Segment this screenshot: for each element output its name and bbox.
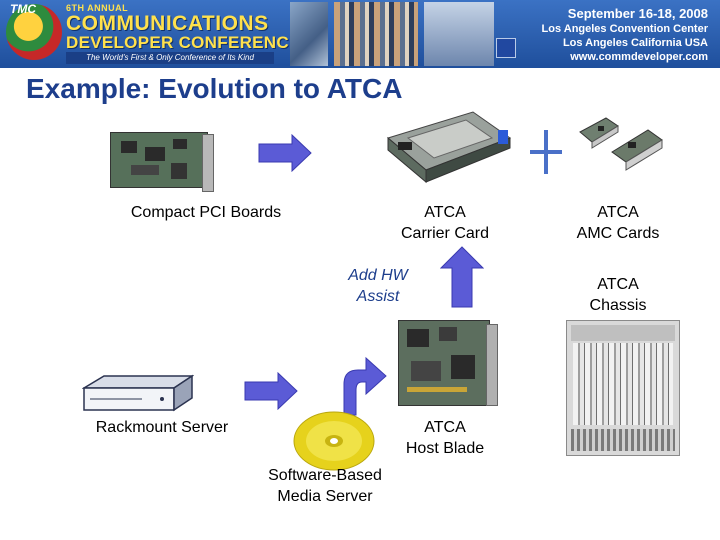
software-label-line2: Media Server xyxy=(277,488,373,505)
add-hw-label-line2: Assist xyxy=(356,288,400,305)
atca-amc-cards-icon xyxy=(578,112,664,174)
atca-host-blade-icon xyxy=(398,320,498,406)
right-arrow-icon xyxy=(258,134,312,172)
chassis-label-line2: Chassis xyxy=(589,297,647,314)
logo-text: TMC xyxy=(10,2,36,16)
up-arrow-icon xyxy=(440,246,484,308)
cd-icon xyxy=(293,411,375,471)
conference-venue: Los Angeles Convention Center xyxy=(541,23,708,35)
host-blade-label-line2: Host Blade xyxy=(405,440,485,457)
host-blade-label-line1: ATCA xyxy=(424,419,466,436)
atca-chassis-icon xyxy=(566,320,680,456)
curved-arrow-icon xyxy=(343,356,387,416)
banner-photo xyxy=(424,2,494,66)
add-hw-label-line1: Add HW xyxy=(348,267,408,284)
slide-title: Example: Evolution to ATCA xyxy=(26,73,403,104)
banner-photo-crowd xyxy=(334,2,418,66)
carrier-card-label-line1: ATCA xyxy=(424,204,466,221)
right-arrow-icon xyxy=(244,372,298,410)
conference-city: Los Angeles California USA xyxy=(562,37,708,49)
amc-cards-label-line2: AMC Cards xyxy=(576,225,660,242)
conference-logo-icon xyxy=(6,4,62,60)
banner-photo xyxy=(290,2,328,66)
conference-banner: TMC 6TH ANNUAL COMMUNICATIONS DEVELOPER … xyxy=(0,0,720,68)
conference-name-line2: DEVELOPER CONFERENCE xyxy=(66,33,301,52)
conference-tagline: The World's First & Only Conference of I… xyxy=(66,52,274,64)
chassis-label-line1: ATCA xyxy=(597,276,639,293)
amc-cards-label-line1: ATCA xyxy=(597,204,639,221)
annual-label: 6TH ANNUAL xyxy=(66,3,129,13)
conference-name-line1: COMMUNICATIONS xyxy=(66,12,269,35)
carrier-card-label-line2: Carrier Card xyxy=(400,225,489,242)
atca-carrier-card-icon xyxy=(378,108,518,188)
conference-website: www.commdeveloper.com xyxy=(570,51,708,63)
conference-date: September 16-18, 2008 xyxy=(567,6,708,21)
decor-square-icon xyxy=(496,38,516,58)
plus-icon xyxy=(530,130,562,174)
server-icon xyxy=(82,374,194,412)
compact-pci-label: Compact PCI Boards xyxy=(130,204,282,221)
rackmount-label: Rackmount Server xyxy=(95,419,229,436)
software-label-line1: Software-Based xyxy=(268,467,382,484)
compact-pci-board-icon xyxy=(110,132,214,192)
